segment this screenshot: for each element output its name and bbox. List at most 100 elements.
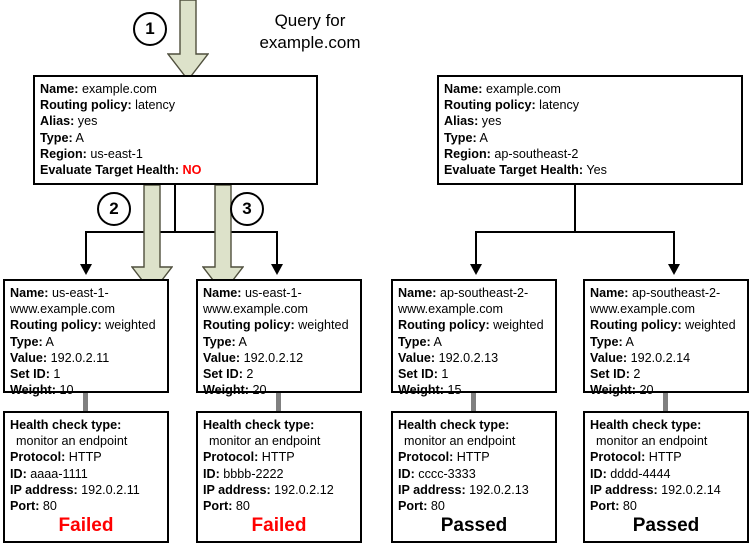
w2-weight-label: Weight: <box>203 383 249 398</box>
w4-weight-value: 20 <box>639 383 654 398</box>
hc1-port-label: Port: <box>10 499 40 514</box>
w2-weight-row: Weight: 20 <box>203 382 355 398</box>
left-tree-branch-bar <box>85 231 277 233</box>
hc4-protocol-value: HTTP <box>648 450 682 465</box>
hc2-id-row: ID: bbbb-2222 <box>203 466 355 482</box>
w4-value-row: Value: 192.0.2.14 <box>590 350 742 366</box>
health-check-box-2: Health check type: monitor an endpoint P… <box>196 411 362 543</box>
hc1-protocol-label: Protocol: <box>10 450 66 465</box>
alias2-name-row: Name: example.com <box>444 81 736 97</box>
w3-routing-value: weighted <box>493 318 544 333</box>
right-tree-branch-bar <box>475 231 675 233</box>
hc1-ip-row: IP address: 192.0.2.11 <box>10 482 162 498</box>
health-check-box-4: Health check type: monitor an endpoint P… <box>583 411 749 543</box>
record-healthcheck-connector-2 <box>276 392 281 412</box>
hc4-status-badge: Passed <box>632 515 700 537</box>
alias-evaluate-target-health-label: Evaluate Target Health: <box>40 163 180 178</box>
w4-setid-label: Set ID: <box>590 367 630 382</box>
w1-name-row: Name: us-east-1- <box>10 285 162 301</box>
w4-routing-value: weighted <box>685 318 736 333</box>
weighted-record-box-4: Name: ap-southeast-2- www.example.com Ro… <box>583 279 749 397</box>
w1-type-label: Type: <box>10 334 43 349</box>
w4-type-row: Type: A <box>590 334 742 350</box>
hc4-ip-row: IP address: 192.0.2.14 <box>590 482 742 498</box>
w3-setid-label: Set ID: <box>398 367 438 382</box>
alias-region-value: us-east-1 <box>90 146 143 161</box>
w1-weight-value: 10 <box>59 383 74 398</box>
hc2-protocol-label: Protocol: <box>203 450 259 465</box>
w3-weight-label: Weight: <box>398 383 444 398</box>
w1-routing-row: Routing policy: weighted <box>10 317 162 333</box>
hc3-port-label: Port: <box>398 499 428 514</box>
w3-name-label: Name: <box>398 286 437 300</box>
step-number-1: 1 <box>133 12 167 46</box>
alias-routing-row: Routing policy: latency <box>40 97 311 113</box>
w2-name-label: Name: <box>203 286 242 300</box>
alias2-type-label: Type: <box>444 130 477 145</box>
alias2-evaluate-target-health-value: Yes <box>586 163 607 178</box>
right-tree-arrowhead-2-icon <box>668 264 680 275</box>
w2-name-value: us-east-1- <box>245 286 302 300</box>
w1-value-label: Value: <box>10 350 48 365</box>
alias2-routing-row: Routing policy: latency <box>444 97 736 113</box>
health-check-box-1: Health check type: monitor an endpoint P… <box>3 411 169 543</box>
query-label-line1: Query for <box>274 11 346 30</box>
hc4-port-label: Port: <box>590 499 620 514</box>
w2-value-value: 192.0.2.12 <box>243 350 304 365</box>
right-tree-drop-2 <box>673 231 675 266</box>
alias2-routing-value: latency <box>539 98 580 113</box>
hc3-ip-row: IP address: 192.0.2.13 <box>398 482 550 498</box>
hc3-type-label: Health check type: <box>398 418 510 432</box>
hc2-ip-value: 192.0.2.12 <box>274 482 334 497</box>
hc1-type-value: monitor an endpoint <box>16 434 128 449</box>
w2-value-label: Value: <box>203 350 241 365</box>
weighted-record-box-2: Name: us-east-1- www.example.com Routing… <box>196 279 362 397</box>
right-tree-arrowhead-1-icon <box>470 264 482 275</box>
w2-weight-value: 20 <box>252 383 267 398</box>
w3-routing-row: Routing policy: weighted <box>398 317 550 333</box>
alias2-region-value: ap-southeast-2 <box>494 146 579 161</box>
w1-name-label: Name: <box>10 286 49 300</box>
w4-setid-row: Set ID: 2 <box>590 366 742 382</box>
alias2-name-label: Name: <box>444 82 483 96</box>
w1-setid-value: 1 <box>53 367 61 382</box>
alias-evaluate-target-health-row: Evaluate Target Health: NO <box>40 162 311 178</box>
query-label-line2: example.com <box>259 33 361 52</box>
alias-record-box-us-east-1: Name: example.com Routing policy: latenc… <box>33 75 318 185</box>
w4-name-value2: www.example.com <box>590 302 695 317</box>
hc2-status-badge: Failed <box>251 515 307 537</box>
hc2-type-label: Health check type: <box>203 418 315 432</box>
w3-setid-value: 1 <box>441 367 449 382</box>
hc2-protocol-value: HTTP <box>261 450 295 465</box>
weighted-record-box-3: Name: ap-southeast-2- www.example.com Ro… <box>391 279 557 397</box>
w3-type-row: Type: A <box>398 334 550 350</box>
w4-name-label: Name: <box>590 286 629 300</box>
w2-routing-value: weighted <box>298 318 349 333</box>
w2-setid-row: Set ID: 2 <box>203 366 355 382</box>
hc1-id-label: ID: <box>10 466 27 481</box>
w2-setid-label: Set ID: <box>203 367 243 382</box>
hc4-protocol-label: Protocol: <box>590 450 646 465</box>
w4-type-label: Type: <box>590 334 623 349</box>
alias2-routing-label: Routing policy: <box>444 98 536 113</box>
record-healthcheck-connector-1 <box>83 392 88 412</box>
record-healthcheck-connector-4 <box>663 392 668 412</box>
w3-setid-row: Set ID: 1 <box>398 366 550 382</box>
hc1-status-badge: Failed <box>58 515 114 537</box>
record-healthcheck-connector-3 <box>471 392 476 412</box>
hc1-id-row: ID: aaaa-1111 <box>10 466 162 482</box>
alias-name-label: Name: <box>40 82 79 96</box>
alias2-alias-row: Alias: yes <box>444 113 736 129</box>
w3-name-value2: www.example.com <box>398 302 503 317</box>
alias2-region-label: Region: <box>444 146 491 161</box>
w2-type-row: Type: A <box>203 334 355 350</box>
hc1-port-value: 80 <box>42 499 57 514</box>
w3-value-row: Value: 192.0.2.13 <box>398 350 550 366</box>
w2-name-row: Name: us-east-1- <box>203 285 355 301</box>
left-tree-arrowhead-2-icon <box>271 264 283 275</box>
alias-name-value: example.com <box>82 82 157 96</box>
alias-alias-row: Alias: yes <box>40 113 311 129</box>
hc3-port-value: 80 <box>430 499 445 514</box>
hc3-type-value: monitor an endpoint <box>404 434 516 449</box>
